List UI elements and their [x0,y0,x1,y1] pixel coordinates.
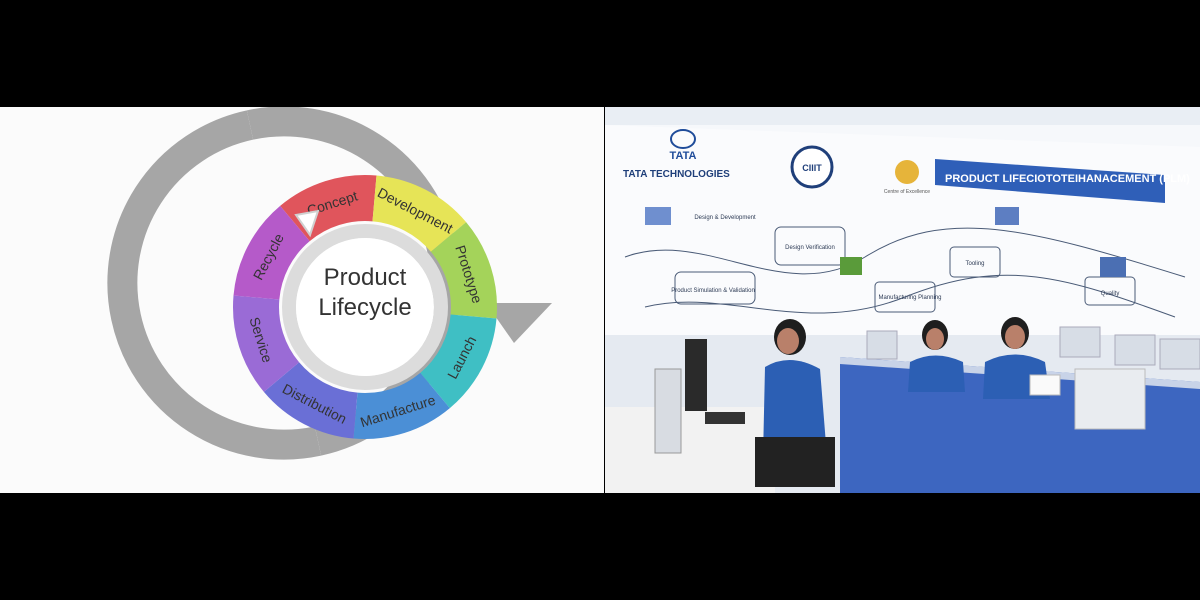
center-title-line1: Product [324,264,407,291]
diagram-label: Design Verification [785,245,835,251]
plm-banner [935,159,1165,203]
banner-title: PRODUCT LIFECIOTOTEIHANACEMENT (PLM) [945,173,1190,185]
medal-logo: Centre of Excellence [884,160,930,195]
keyboard [705,412,745,424]
plm-office-photo: PRODUCT LIFECIOTOTEIHANACEMENT (PLM) TAT… [605,107,1200,493]
gear-cluster-icon [995,207,1019,225]
center-disc [296,238,434,376]
diagram-label: Manufacturing Planning [878,295,941,301]
chair [755,437,835,487]
logo-company: TATA TECHNOLOGIES [623,169,730,180]
monitor-3 [1059,326,1101,358]
stage-segment-recycle [233,205,310,300]
paper [1029,374,1061,396]
pc-tower [654,368,682,454]
stage-segment-distribution [263,362,358,439]
inner-ring [282,224,448,390]
logo-brand: TATA [670,150,697,162]
stage-segment-manufacture [353,372,450,440]
diagram-label: Tooling [965,261,984,267]
svg-text:CIIIT: CIIIT [802,163,822,173]
svg-text:Centre of Excellence: Centre of Excellence [884,189,930,195]
engineer-1 [755,319,835,487]
monitor-5 [1159,338,1200,370]
monitor-4 [1114,334,1156,366]
machine-icon [840,257,862,275]
diagram-label: Product Simulation & Validation [671,288,755,294]
inner-arrow-head [294,209,320,238]
plm-wall-diagram [624,226,1186,318]
robot-icon [645,207,671,225]
stage-segment-service [233,295,300,392]
emblem-logo: CIIIT [790,145,834,189]
stage-segment-development [372,175,467,252]
tata-logo: TATA TATA TECHNOLOGIES [623,129,730,180]
center-title-line2: Lifecycle [318,294,411,321]
office-scene: PRODUCT LIFECIOTOTEIHANACEMENT (PLM) TAT… [605,107,1200,493]
monitor-2 [866,330,898,360]
monitor-6 [1074,368,1146,430]
stage-segment-launch [420,314,497,409]
cycle-arrow-ring-left [107,110,322,460]
front-desk [605,407,775,493]
cycle-arrow-head [486,303,552,343]
diagram-label: Quality [1101,291,1120,297]
diagram-label: Design & Development [694,215,756,221]
engineer-3 [983,317,1061,399]
monitor-front [685,339,707,411]
engineer-2 [908,320,965,392]
stage-segment-prototype [430,222,497,319]
plant-icon [1100,257,1126,277]
